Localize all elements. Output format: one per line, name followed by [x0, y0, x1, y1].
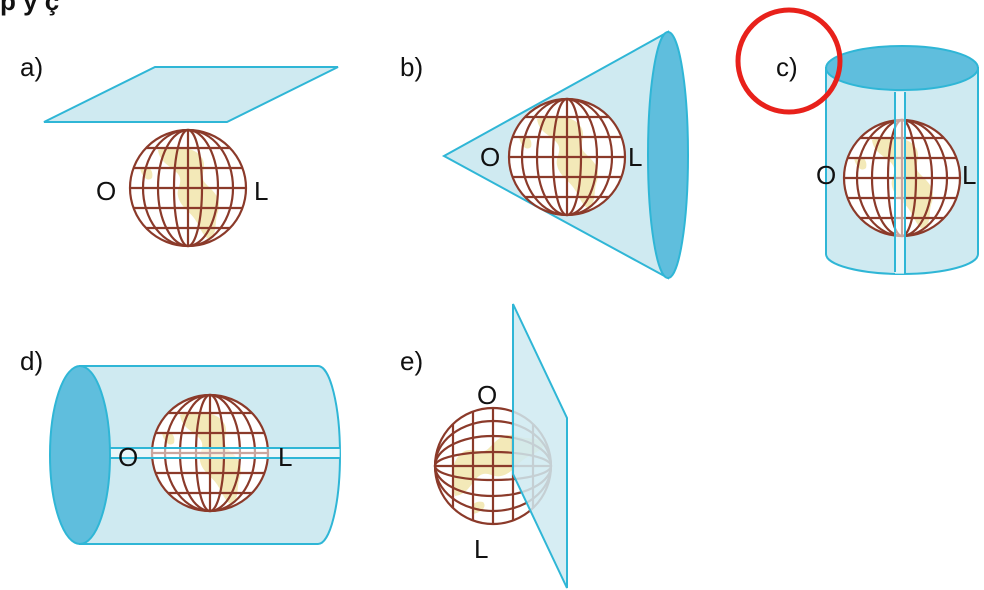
- panel-e-label: e): [400, 346, 423, 376]
- panel-d: d) O L: [20, 346, 341, 545]
- panel-b-label: b): [400, 52, 423, 82]
- panel-a-label: a): [20, 52, 43, 82]
- cylinder-end: [49, 365, 111, 545]
- panel-a: a) O L: [20, 52, 339, 248]
- globe: [128, 128, 248, 248]
- panel-c: O L c): [735, 7, 979, 275]
- header-fragment: p y ç: [0, 0, 59, 16]
- west-label: O: [477, 380, 497, 410]
- east-label: L: [474, 534, 488, 564]
- globe: [507, 97, 627, 217]
- east-label: L: [254, 176, 268, 206]
- highlight-circle: [735, 7, 843, 115]
- east-label: L: [962, 160, 976, 190]
- panel-e: e) O L: [400, 303, 568, 589]
- east-label: L: [628, 142, 642, 172]
- east-label: L: [278, 442, 292, 472]
- panel-d-label: d): [20, 346, 43, 376]
- west-label: O: [480, 142, 500, 172]
- cone-base: [647, 31, 689, 279]
- plane-surface: [43, 66, 339, 123]
- panel-b: b) O L: [400, 30, 689, 280]
- cylinder-top: [825, 45, 979, 91]
- panel-c-label: c): [776, 52, 798, 82]
- west-label: O: [816, 160, 836, 190]
- plane-surface: [512, 303, 568, 589]
- west-label: O: [118, 442, 138, 472]
- west-label: O: [96, 176, 116, 206]
